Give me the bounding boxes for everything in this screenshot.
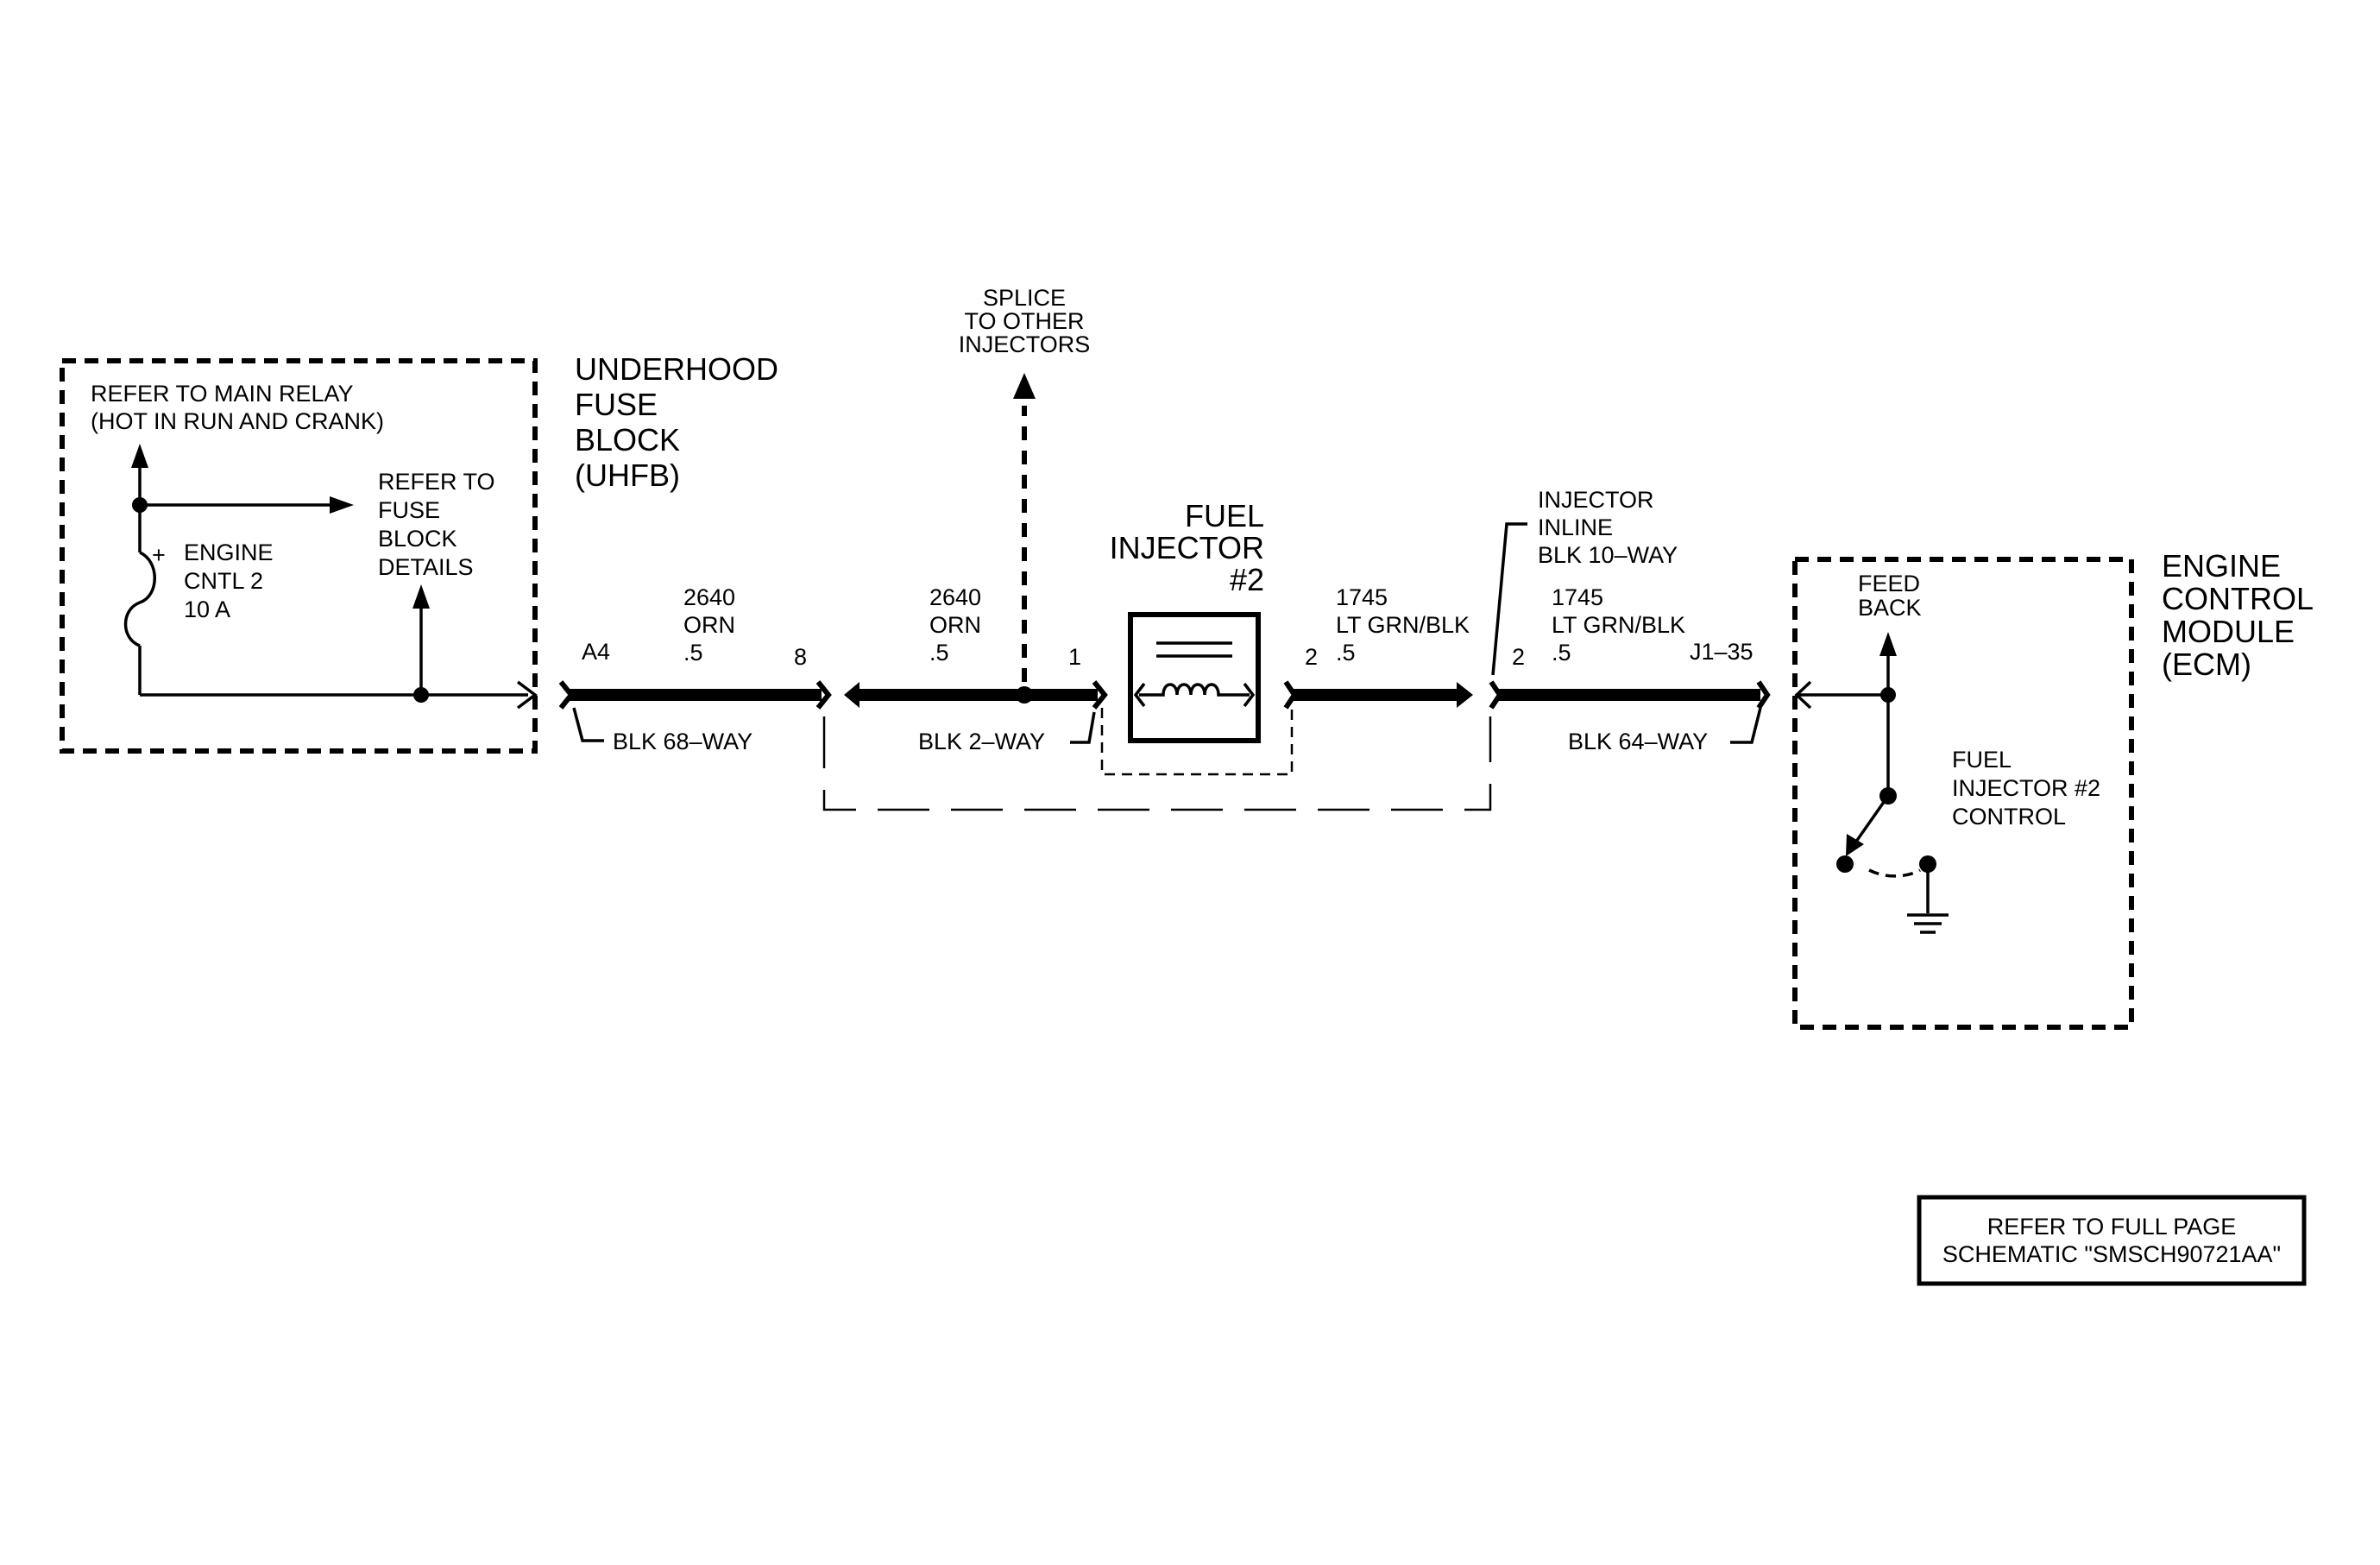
ecm-title-line4: (ECM)	[2162, 647, 2251, 682]
ecm-switch-arrow-icon	[1846, 834, 1864, 856]
inline-leader-line	[1491, 522, 1527, 676]
uhfb-title-line2: FUSE	[575, 387, 658, 422]
wire3-color: LT GRN/BLK	[1336, 612, 1470, 638]
ecm-dashed-box	[1792, 557, 2134, 1030]
connector-2way-label: BLK 2–WAY	[918, 729, 1045, 754]
ecm-switch-dashed-link	[1868, 868, 1921, 878]
uhfb-title-line3: BLOCK	[575, 422, 680, 458]
ecm-title-line3: MODULE	[2162, 614, 2295, 649]
pin-8-label: 8	[794, 644, 807, 670]
fuse-block-ref-line1: REFER TO	[378, 469, 495, 495]
connector-64way-label: BLK 64–WAY	[1568, 729, 1708, 754]
pin-2b-label: 2	[1512, 644, 1525, 670]
reference-line1: REFER TO FULL PAGE	[1987, 1214, 2237, 1240]
ecm-title-line1: ENGINE	[2162, 548, 2281, 584]
reference-line2: SCHEMATIC "SMSCH90721AA"	[1942, 1241, 2281, 1267]
c64-leader-line	[1730, 707, 1762, 744]
ecm-title-line2: CONTROL	[2162, 581, 2314, 616]
c64-male-end-icon	[1756, 680, 1771, 710]
connector-group-dashed-outline	[822, 716, 1492, 811]
splice-dot	[1016, 686, 1033, 704]
ecm-driver-switch-arm	[1850, 794, 1890, 849]
fuse-block-details-up-arrow-icon	[412, 584, 430, 609]
c68-leader-line	[572, 707, 604, 742]
inline-label-line3: BLK 10–WAY	[1538, 542, 1678, 568]
feedback-label-line1: FEED	[1858, 571, 1920, 596]
injector-coil-right-end	[1243, 682, 1256, 708]
injector-title-line1: FUEL	[1185, 498, 1264, 533]
pin-2a-label: 2	[1305, 644, 1318, 670]
wire2-color: ORN	[929, 612, 981, 638]
inline-connector-arrow-icon	[1457, 682, 1473, 708]
pin-1-label: 1	[1068, 644, 1081, 670]
fuse-block-dashed-box	[60, 358, 538, 754]
feedback-label-line2: BACK	[1858, 595, 1922, 621]
wire2-circuit: 2640	[929, 584, 981, 610]
fuse-label-line3: 10 A	[184, 596, 230, 622]
splice-label-line1: SPLICE	[983, 285, 1066, 311]
fuse-block-right-arrow-icon	[330, 496, 354, 514]
fuel-injector-body	[1128, 612, 1261, 743]
uhfb-title-line1: UNDERHOOD	[575, 351, 778, 387]
ecm-control-label-line1: FUEL	[1952, 747, 2012, 773]
wire3-gauge: .5	[1336, 640, 1356, 666]
fuse-block-ref-line2: FUSE	[378, 497, 440, 523]
c68-female-end-icon	[558, 680, 575, 710]
feedback-up-arrow-icon	[1879, 632, 1897, 656]
wire2-gauge: .5	[929, 640, 949, 666]
wire4-circuit: 1745	[1552, 584, 1603, 610]
fuse-label-line2: CNTL 2	[184, 568, 263, 594]
splice-up-arrow-icon	[1013, 373, 1036, 399]
c2way-right-end-icon	[1092, 680, 1108, 710]
wire1-gauge: .5	[683, 640, 703, 666]
wire4-color: LT GRN/BLK	[1552, 612, 1685, 638]
main-relay-label-line2: (HOT IN RUN AND CRANK)	[91, 408, 384, 434]
injector-coil-left-end	[1133, 682, 1146, 708]
wire1-circuit: 2640	[683, 584, 735, 610]
wire1-color: ORN	[683, 612, 735, 638]
injector-coil-icon	[1139, 683, 1250, 697]
connector-68way-label: BLK 68–WAY	[613, 729, 752, 754]
c2way-leader-line	[1070, 711, 1096, 744]
ecm-switch-pivot-dot	[1836, 855, 1854, 873]
fuse-plus-sign: +	[152, 542, 166, 568]
fuse-block-ref-line3: BLOCK	[378, 526, 457, 552]
c64-female-end-icon	[1489, 680, 1503, 710]
c2way-left-arrow-icon	[844, 682, 859, 708]
wire4-gauge: .5	[1552, 640, 1571, 666]
injector-title-line2: INJECTOR	[1110, 530, 1264, 565]
reference-box	[1917, 1195, 2307, 1286]
splice-label-line2: TO OTHER	[964, 308, 1084, 334]
relay-up-arrow-icon	[131, 444, 148, 468]
pin-a4-label: A4	[582, 639, 610, 665]
inline-label-line2: INLINE	[1538, 514, 1613, 540]
pin-j135-label: J1–35	[1690, 639, 1754, 665]
injector-title-line3: #2	[1230, 562, 1264, 597]
injector-connector-dashed-outline	[1100, 708, 1294, 776]
splice-label-line3: INJECTORS	[959, 331, 1091, 357]
wire3-circuit: 1745	[1336, 584, 1388, 610]
injector-pin2-end-icon	[1283, 680, 1298, 710]
ecm-control-label-line2: INJECTOR #2	[1952, 775, 2100, 801]
fuse-label-line1: ENGINE	[184, 540, 274, 565]
inline-label-line1: INJECTOR	[1538, 487, 1654, 513]
main-relay-label-line1: REFER TO MAIN RELAY	[91, 381, 354, 407]
ecm-input-arrowhead-icon	[1794, 680, 1812, 710]
ecm-control-label-line3: CONTROL	[1952, 804, 2066, 830]
fuse-output-arrowhead-icon	[516, 680, 538, 710]
c68-male-end-icon	[815, 680, 832, 710]
fuse-symbol-icon	[123, 551, 156, 647]
fuse-block-ref-line4: DETAILS	[378, 554, 474, 580]
uhfb-title-line4: (UHFB)	[575, 458, 680, 493]
